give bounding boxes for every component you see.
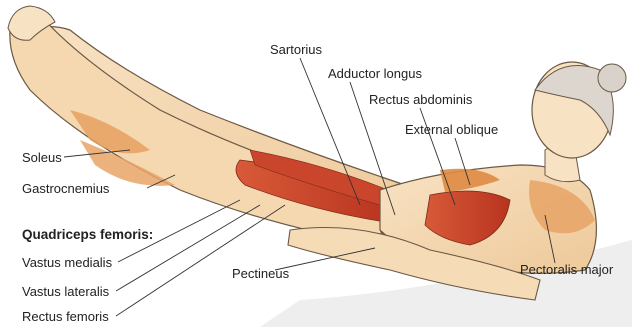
- label-rectus-abdominis: Rectus abdominis: [369, 92, 472, 107]
- label-adductor-longus: Adductor longus: [328, 66, 422, 81]
- label-quadriceps-header: Quadriceps femoris:: [22, 227, 153, 242]
- label-pectoralis-major: Pectoralis major: [520, 262, 613, 277]
- leader-rectus-femoris: [116, 205, 285, 316]
- label-vastus-lateralis: Vastus lateralis: [22, 284, 109, 299]
- label-soleus: Soleus: [22, 150, 62, 165]
- label-rectus-femoris: Rectus femoris: [22, 309, 109, 324]
- label-external-oblique: External oblique: [405, 122, 498, 137]
- label-gastrocnemius: Gastrocnemius: [22, 181, 109, 196]
- label-vastus-medialis: Vastus medialis: [22, 255, 112, 270]
- label-sartorius: Sartorius: [270, 42, 322, 57]
- hair-bun: [598, 64, 626, 92]
- label-pectineus: Pectineus: [232, 266, 289, 281]
